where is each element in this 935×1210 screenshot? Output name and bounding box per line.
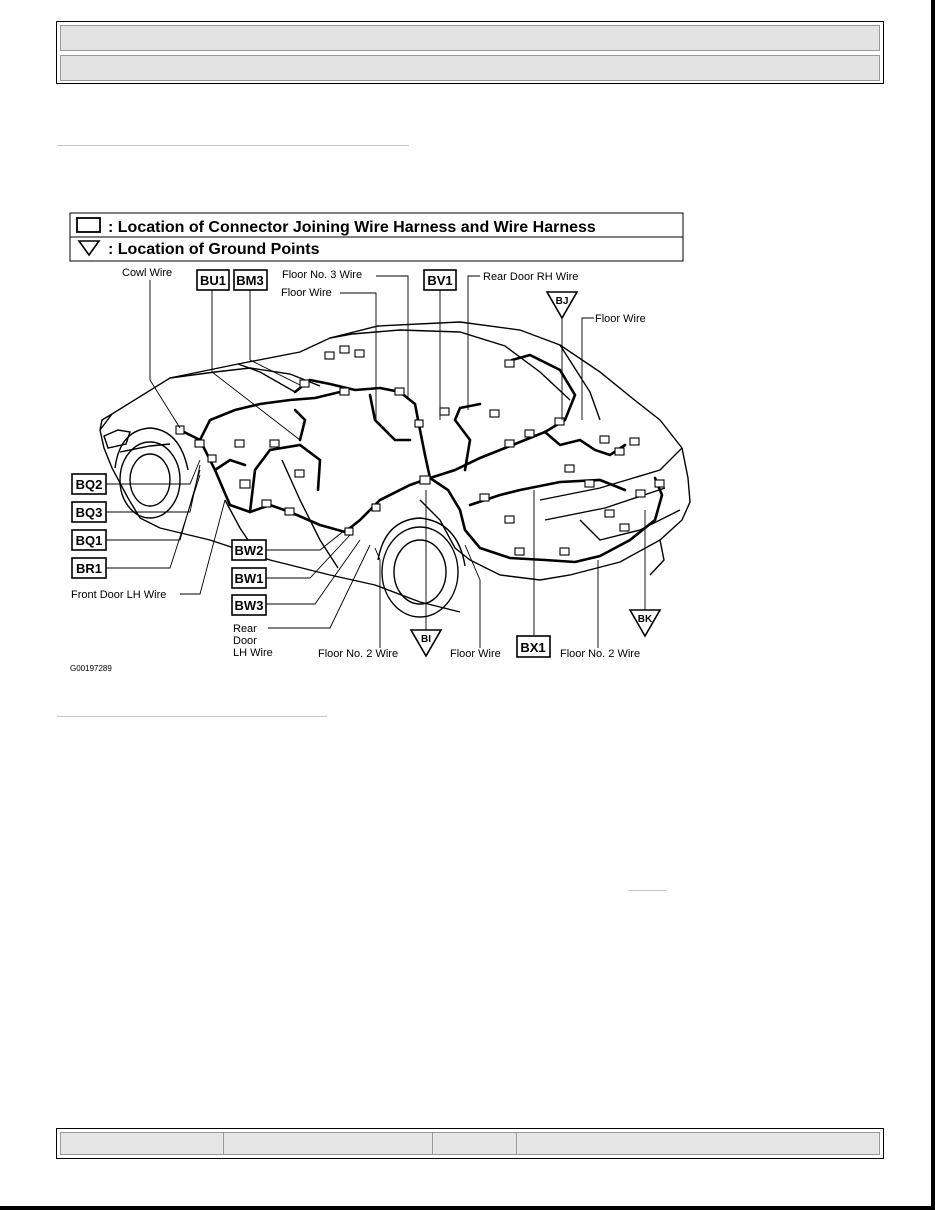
ground-triangle-bi-icon xyxy=(409,629,443,658)
page-header xyxy=(56,21,884,84)
label-floor-wire-right: Floor Wire xyxy=(595,313,646,325)
footer-cell xyxy=(224,1133,433,1154)
connector-label-bx1: BX1 xyxy=(520,640,545,655)
page-footer xyxy=(56,1128,884,1159)
label-rear-door-lh-line2: Door xyxy=(233,635,257,647)
connector-symbol-icon xyxy=(76,217,101,233)
ground-triangle-bk-icon xyxy=(628,609,662,638)
connector-box-bv1 xyxy=(423,269,457,291)
label-rear-door-lh-line3: LH Wire xyxy=(233,647,273,659)
connector-label-bv1: BV1 xyxy=(427,273,452,288)
label-cowl-wire: Cowl Wire xyxy=(122,267,172,279)
connector-code-boxes: BU1 BM3 BV1 BQ2 BQ3 BQ1 BR1 BW2 BW1 BW3 … xyxy=(71,269,551,658)
connector-label-br1: BR1 xyxy=(76,561,102,576)
footer-cell xyxy=(61,1133,224,1154)
wire-harness-lines xyxy=(178,353,664,564)
section-rule xyxy=(628,890,666,891)
leader-lines xyxy=(106,275,646,648)
footer-cell xyxy=(517,1133,879,1154)
connector-box-bx1 xyxy=(516,635,551,658)
figure-id: G00197289 xyxy=(70,664,112,673)
legend-ground-text: : Location of Ground Points xyxy=(108,241,320,258)
page-frame-bottom xyxy=(0,1206,935,1210)
ground-symbol-icon xyxy=(77,240,101,257)
connector-box-br1 xyxy=(71,557,107,579)
header-row-2 xyxy=(60,55,880,81)
connector-label-bu1: BU1 xyxy=(200,273,226,288)
connector-label-bq2: BQ2 xyxy=(76,477,103,492)
connector-label-bw1: BW1 xyxy=(235,571,264,586)
ground-points: BJ BI BK xyxy=(409,291,662,658)
connector-box-bw3 xyxy=(231,594,267,616)
connector-box-bm3 xyxy=(233,269,268,291)
label-floor-no2-wire-left: Floor No. 2 Wire xyxy=(318,648,398,660)
section-rule xyxy=(57,145,409,146)
connector-box-bw1 xyxy=(231,567,267,589)
connector-box-bq2 xyxy=(71,473,107,495)
header-row-1 xyxy=(60,25,880,51)
label-floor-wire-bottom: Floor Wire xyxy=(450,648,501,660)
connector-label-bw2: BW2 xyxy=(235,543,264,558)
ground-label-bj: BJ xyxy=(556,296,569,307)
label-floor-no3-wire: Floor No. 3 Wire xyxy=(282,269,362,281)
section-rule xyxy=(57,716,327,717)
wire-labels: Cowl Wire Floor No. 3 Wire Floor Wire Re… xyxy=(71,267,646,660)
connector-label-bw3: BW3 xyxy=(235,598,264,613)
page-frame-right xyxy=(931,0,935,1210)
connector-label-bm3: BM3 xyxy=(236,273,263,288)
connector-box-bq1 xyxy=(71,529,107,551)
ground-label-bk: BK xyxy=(638,614,653,625)
ground-triangle-bj-icon xyxy=(545,291,579,320)
label-front-door-lh-wire: Front Door LH Wire xyxy=(71,589,166,601)
ground-label-bi: BI xyxy=(421,634,431,645)
label-rear-door-rh-wire: Rear Door RH Wire xyxy=(483,271,578,283)
footer-cells xyxy=(60,1132,880,1155)
car-body xyxy=(99,321,691,618)
legend-connector-text: : Location of Connector Joining Wire Har… xyxy=(108,219,596,236)
connector-box-bw2 xyxy=(231,539,267,561)
connector-box-bu1 xyxy=(196,269,230,291)
legend-box: : Location of Connector Joining Wire Har… xyxy=(69,212,684,262)
connector-label-bq3: BQ3 xyxy=(76,505,103,520)
label-floor-wire-top: Floor Wire xyxy=(281,287,332,299)
harness-connectors xyxy=(175,345,665,556)
label-rear-door-lh-line1: Rear xyxy=(233,623,257,635)
footer-cell xyxy=(433,1133,517,1154)
connector-label-bq1: BQ1 xyxy=(76,533,103,548)
connector-box-bq3 xyxy=(71,501,107,523)
label-floor-no2-wire-right: Floor No. 2 Wire xyxy=(560,648,640,660)
